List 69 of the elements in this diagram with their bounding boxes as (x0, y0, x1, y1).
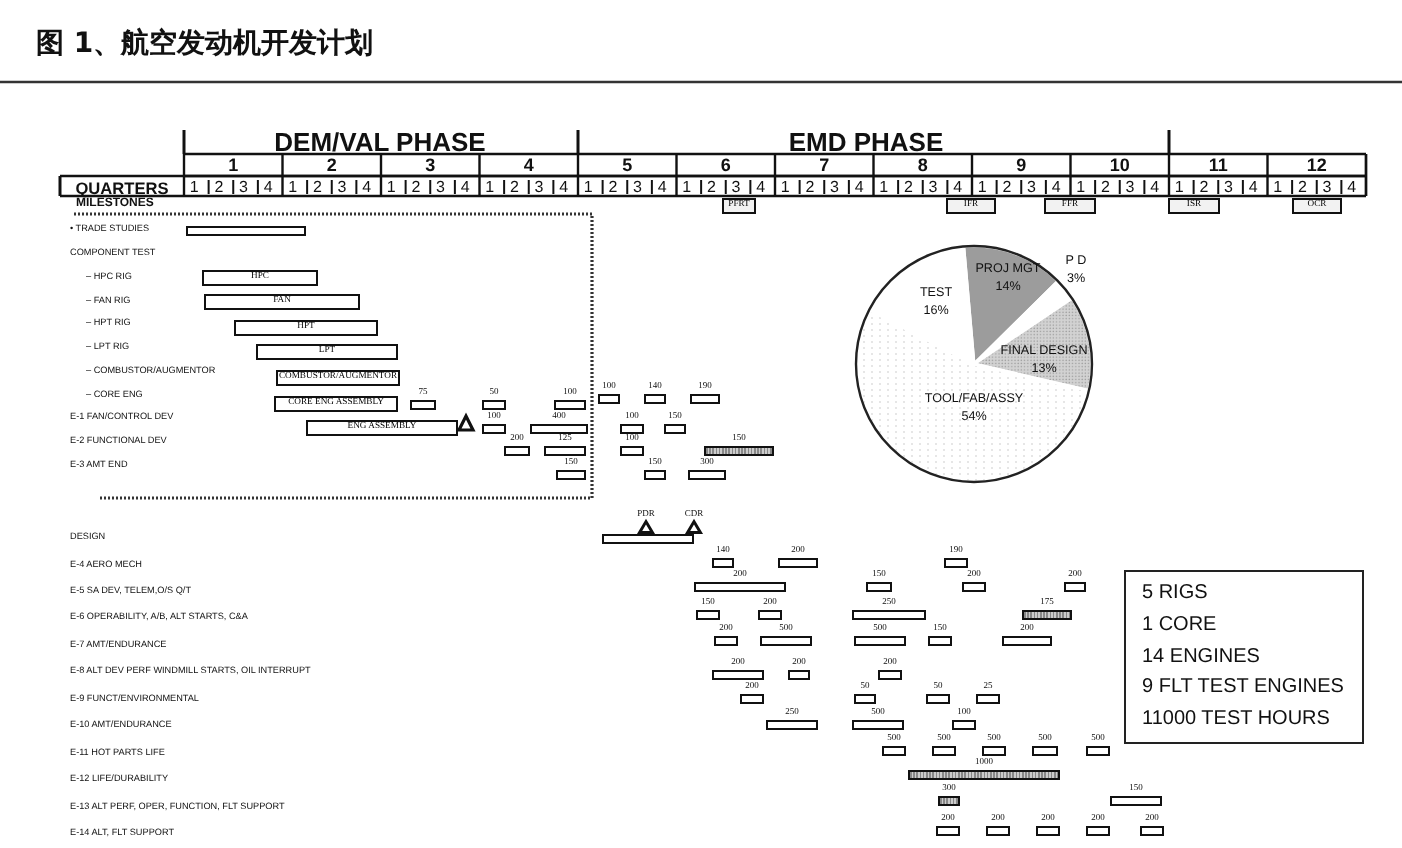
quarter-number: 3 (1125, 179, 1135, 195)
row-heading: QUARTERS (75, 178, 169, 196)
quarter-number: 4 (756, 179, 766, 195)
quarter-number: 3 (534, 179, 544, 195)
year-number: 6 (720, 157, 731, 175)
gantt-bar (186, 225, 306, 235)
quarter-number: 3 (830, 179, 839, 195)
quarter-number: 1 (1273, 179, 1283, 195)
quarter-number: 2 (214, 179, 224, 195)
quarter-number: 1 (780, 179, 790, 195)
year-number: 11 (1208, 157, 1228, 175)
quarter-number: 2 (805, 179, 815, 195)
phase-heading: EMD PHASE (788, 129, 944, 155)
year-number: 10 (1109, 157, 1130, 175)
year-number: 12 (1306, 157, 1327, 175)
summary-text: 9 FLT TEST ENGINES (1142, 678, 1344, 699)
summary-text: 5 RIGS (1142, 584, 1208, 604)
year-number: 3 (425, 157, 436, 175)
quarter-number: 4 (953, 179, 963, 195)
summary-text: 14 ENGINES (1142, 647, 1260, 668)
quarter-number: 4 (1347, 179, 1357, 195)
quarter-number: 4 (1150, 179, 1160, 195)
quarter-number: 1 (977, 179, 987, 195)
quarter-number: 2 (1101, 179, 1110, 195)
quarter-number: 1 (386, 179, 396, 195)
quarter-number: 3 (239, 179, 248, 195)
quarter-number: 4 (460, 179, 470, 195)
year-number: 7 (819, 157, 830, 175)
quarter-number: 2 (1298, 179, 1307, 195)
quarter-number: 4 (854, 179, 864, 195)
quarter-number: 1 (1174, 179, 1184, 195)
quarter-number: 3 (337, 179, 347, 195)
quarter-number: 2 (904, 179, 913, 195)
quarter-number: 2 (510, 179, 519, 195)
year-number: 1 (228, 157, 239, 175)
title: 图 1、航空发动机开发计划 (36, 30, 374, 58)
quarter-number: 4 (263, 179, 273, 195)
quarter-number: 2 (1002, 179, 1012, 195)
quarter-number: 4 (362, 179, 372, 195)
year-number: 2 (326, 157, 337, 175)
quarter-number: 4 (1051, 179, 1061, 195)
quarter-number: 1 (485, 179, 495, 195)
quarter-number: 1 (583, 179, 593, 195)
quarter-number: 4 (559, 179, 569, 195)
summary-box (1124, 570, 1364, 744)
quarter-number: 1 (879, 179, 889, 195)
quarter-number: 3 (928, 179, 938, 195)
quarter-number: 2 (411, 179, 421, 195)
quarter-number: 1 (189, 179, 199, 195)
year-number: 9 (1016, 157, 1027, 175)
year-number: 4 (523, 157, 534, 175)
phase-heading: DEM/VAL PHASE (274, 129, 486, 155)
quarter-number: 3 (1027, 179, 1036, 195)
quarter-number: 1 (682, 179, 692, 195)
quarter-number: 3 (1224, 179, 1233, 195)
quarter-number: 3 (436, 179, 445, 195)
quarter-number: 2 (1199, 179, 1209, 195)
year-number: 5 (622, 157, 633, 175)
quarter-number: 4 (1248, 179, 1258, 195)
summary-text: 1 CORE (1142, 615, 1217, 636)
summary-text: 11000 TEST HOURS (1142, 710, 1330, 731)
quarter-number: 2 (313, 179, 322, 195)
quarter-number: 2 (707, 179, 716, 195)
year-number: 8 (917, 157, 928, 175)
quarter-number: 3 (633, 179, 642, 195)
quarter-number: 2 (608, 179, 618, 195)
quarter-number: 1 (288, 179, 298, 195)
quarter-number: 1 (1076, 179, 1086, 195)
quarter-number: 4 (657, 179, 667, 195)
